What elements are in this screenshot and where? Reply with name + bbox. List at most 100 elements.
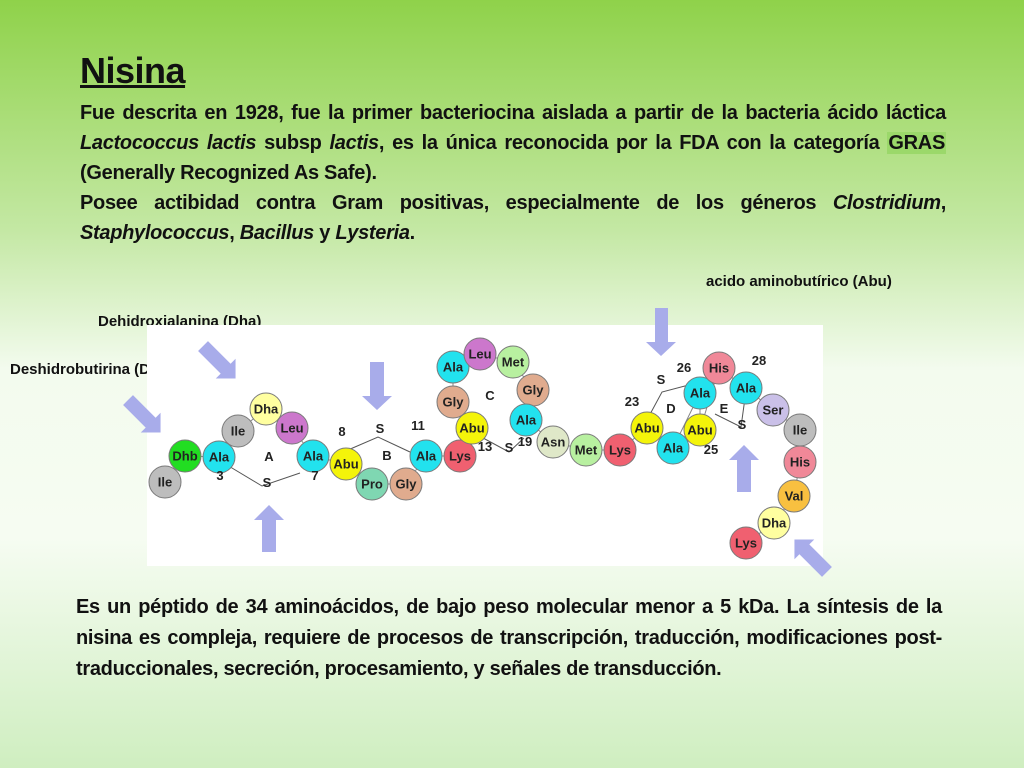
residue-17-met: Met — [496, 345, 530, 379]
residue-25-ala: Ala — [683, 376, 717, 410]
residue-32-val: Val — [777, 479, 811, 513]
marker-23: 23 — [625, 394, 639, 409]
residue-15-ala: Ala — [436, 350, 470, 384]
intro-p2-sep-2: , — [229, 222, 240, 244]
marker-13: 13 — [478, 439, 492, 454]
arrow-diagonal-dha-c-term-icon — [794, 539, 832, 577]
residue-30-ile: Ile — [783, 413, 817, 447]
residue-label: Lys — [449, 449, 471, 464]
residue-circle — [536, 425, 570, 459]
bridge-ring-b — [347, 436, 411, 453]
residue-circle — [389, 467, 423, 501]
residue-circle — [496, 345, 530, 379]
residue-label: Ala — [516, 413, 537, 428]
residue-circle — [202, 440, 236, 474]
residue-label: Gly — [396, 477, 418, 492]
residue-22-lys: Lys — [603, 433, 637, 467]
intro-p2-text-a: Posee actibidad contra Gram positivas, e… — [80, 192, 833, 214]
residue-circle — [436, 350, 470, 384]
residue-11-ala: Ala — [409, 439, 443, 473]
residue-label: Ala — [690, 386, 711, 401]
arrow-diagonal-dhb-icon — [123, 395, 161, 433]
bridge-ring-a — [221, 461, 301, 487]
arrow-up-bridge-e-icon — [729, 445, 759, 492]
marker-sD: S — [657, 372, 666, 387]
residue-24-ala: Ala — [656, 431, 690, 465]
arrow-up-bridge-a-icon — [254, 505, 284, 552]
residue-circle — [569, 433, 603, 467]
residue-2-dhb: Dhb — [168, 439, 202, 473]
intro-p1-text-d: (Generally Recognized As Safe). — [80, 162, 377, 184]
intro-paragraph-2: Posee actibidad contra Gram positivas, e… — [80, 188, 946, 248]
residue-label: His — [709, 361, 729, 376]
label-abu: acido aminobutírico (Abu) — [706, 273, 892, 290]
marker-sA: S — [263, 475, 272, 490]
residue-circle — [757, 506, 791, 540]
residue-circle — [603, 433, 637, 467]
residue-8-abu: Abu — [329, 447, 363, 481]
residue-label: Ala — [209, 450, 230, 465]
residue-label: His — [790, 455, 810, 470]
marker-ringC: C — [485, 388, 495, 403]
marker-ringE: E — [720, 401, 729, 416]
residue-circle — [783, 445, 817, 479]
residue-13-abu: Abu — [455, 411, 489, 445]
genus-staphylococcus: Staphylococcus — [80, 222, 230, 244]
residue-27-his: His — [702, 351, 736, 385]
residue-label: Abu — [634, 421, 659, 436]
residue-circle — [463, 337, 497, 371]
intro-text: Fue descrita en 1928, fue la primer bact… — [80, 98, 946, 248]
residue-circle — [702, 351, 736, 385]
residue-circle — [777, 479, 811, 513]
intro-p1-text-a: Fue descrita en 1928, fue la primer bact… — [80, 102, 946, 124]
residue-circle — [249, 392, 283, 426]
species-lactococcus: Lactococcus lactis — [80, 132, 257, 154]
marker-7: 7 — [311, 468, 318, 483]
intro-p2-end: . — [409, 222, 416, 244]
residue-circle — [436, 385, 470, 419]
residue-circle — [683, 376, 717, 410]
genus-lysteria: Lysteria — [335, 222, 410, 244]
residue-label: Ala — [736, 381, 757, 396]
arrow-diagonal-dha-icon — [198, 341, 236, 379]
marker-sE: S — [738, 417, 747, 432]
residue-10-gly: Gly — [389, 467, 423, 501]
residue-label: Dha — [762, 516, 787, 531]
pointer-arrows — [123, 308, 832, 577]
marker-28: 28 — [752, 353, 766, 368]
residue-31-his: His — [783, 445, 817, 479]
slide-title: Nisina — [80, 50, 186, 91]
residue-circle — [756, 393, 790, 427]
residue-circle — [329, 447, 363, 481]
genus-clostridium: Clostridium — [832, 192, 941, 214]
bridge-ring-e — [714, 397, 746, 428]
residue-21-met: Met — [569, 433, 603, 467]
residue-label: Ser — [763, 403, 784, 418]
residue-label: Abu — [459, 421, 484, 436]
marker-3: 3 — [216, 468, 223, 483]
residue-circle — [455, 411, 489, 445]
marker-11: 11 — [411, 418, 425, 433]
residue-label: Gly — [523, 383, 545, 398]
residue-label: Asn — [541, 435, 566, 450]
marker-sC: S — [505, 440, 514, 455]
residue-3-ala: Ala — [202, 440, 236, 474]
residue-12-lys: Lys — [443, 439, 477, 473]
residue-label: Ile — [158, 475, 172, 490]
marker-19: 19 — [518, 434, 532, 449]
residue-circle — [630, 411, 664, 445]
arrow-down-abu-icon — [646, 308, 676, 356]
residue-18-gly: Gly — [516, 373, 550, 407]
residue-1-ile: Ile — [148, 465, 182, 499]
residue-7-ala: Ala — [296, 439, 330, 473]
residue-label: Dha — [254, 402, 279, 417]
residue-label: Leu — [280, 421, 303, 436]
arrow-down-center-icon — [362, 362, 392, 410]
marker-ringA: A — [264, 449, 274, 464]
residue-14-gly: Gly — [436, 385, 470, 419]
marker-ringD: D — [666, 401, 675, 416]
residue-label: Ile — [793, 423, 807, 438]
marker-8: 8 — [338, 424, 345, 439]
